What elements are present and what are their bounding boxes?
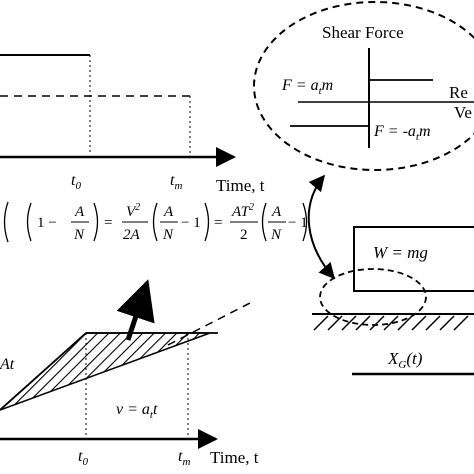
equation: 1 − A N = V2 2A A N − 1 = AT2 2 A N − 1 (3, 201, 308, 243)
eq-term2-paren-num: A (163, 204, 174, 220)
eq-equals-1: = (104, 215, 112, 231)
inset-lower-label: F = -atm (373, 123, 431, 143)
top-axis-label: Time, t (216, 176, 265, 195)
eq-term1-num: A (74, 204, 85, 220)
eq-term3-paren-num: A (271, 204, 282, 220)
inset-dashed-ellipse (253, 1, 474, 171)
eq-term3-den: 2 (240, 227, 248, 243)
bottom-plot: At v = att t0 tm Time, t (0, 301, 259, 468)
ramp-line (0, 332, 87, 411)
eq-term2-num: V2 (126, 202, 140, 220)
inset-upper-label: F = atm (281, 77, 333, 97)
inset-axis-label-2: Ve (454, 103, 472, 122)
eq-paren3-open (261, 202, 267, 242)
eq-term2-paren-tail: − 1 (181, 215, 201, 231)
ground-hatch (313, 315, 469, 331)
at-label-bg (0, 355, 18, 373)
eq-term1-pre: 1 − (37, 215, 57, 231)
block-weight-label: W = mg (373, 243, 428, 262)
contact-dashed-ellipse (319, 268, 427, 326)
eq-paren1-close (93, 202, 99, 242)
eq-paren2-open (152, 202, 158, 242)
eq-open-paren (3, 201, 9, 243)
velocity-label: v = att (116, 401, 158, 421)
shear-force-inset: Shear Force F = atm F = -atm Re Ve (253, 1, 474, 171)
bold-arrow (116, 279, 155, 341)
eq-term1-den: N (73, 227, 85, 243)
at-label: At (0, 356, 15, 373)
eq-paren2-close (204, 202, 210, 242)
inset-title: Shear Force (322, 23, 404, 42)
top-t0-label: t0 (71, 172, 81, 192)
eq-term3-num: AT2 (231, 202, 254, 220)
block-on-ground: W = mg XG(t) (312, 226, 474, 376)
bottom-axis-label: Time, t (210, 448, 259, 467)
eq-term3-paren-tail: − 1 (288, 215, 308, 231)
eq-equals-2: = (214, 215, 222, 231)
eq-term2-den: 2A (123, 227, 141, 243)
bottom-t0-label: t0 (78, 448, 88, 468)
block-rect (353, 226, 474, 292)
hatched-region (0, 332, 211, 411)
inset-axis-label-1: Re (449, 83, 468, 102)
eq-term3-paren-den: N (270, 227, 282, 243)
double-curved-arrow (307, 174, 336, 280)
eq-paren3-close (302, 202, 308, 242)
ground-motion-label: XG(t) (387, 349, 423, 371)
eq-paren1-open (26, 202, 32, 242)
eq-term2-paren-den: N (162, 227, 174, 243)
top-tm-label: tm (170, 172, 182, 192)
top-plot: t0 tm Time, t (0, 54, 265, 195)
extended-dashed-line (167, 301, 253, 346)
bottom-tm-label: tm (178, 448, 190, 468)
